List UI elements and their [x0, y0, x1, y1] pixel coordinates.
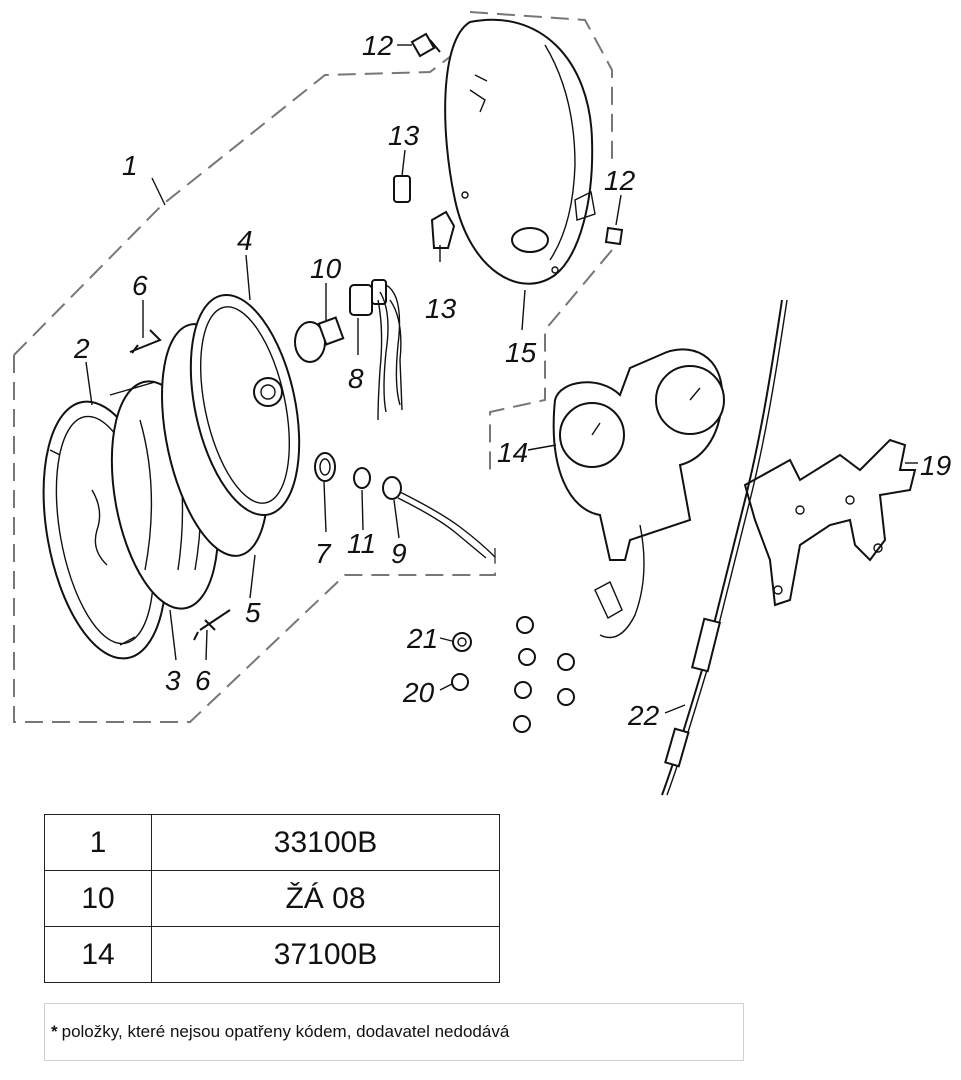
callout-12-right: 12 — [604, 165, 636, 196]
note-text: položky, které nejsou opatřeny kódem, do… — [61, 1022, 510, 1041]
callout-14: 14 — [497, 437, 528, 468]
callout-2: 2 — [73, 333, 90, 364]
part-small-fasteners — [513, 616, 575, 733]
callout-13-upper: 13 — [388, 120, 420, 151]
callout-3: 3 — [165, 665, 181, 696]
table-row: 1 33100B — [44, 814, 500, 871]
part-position-lamp-socket — [382, 476, 496, 559]
position-cell: 10 — [44, 870, 152, 927]
part-mounting-ring — [189, 293, 301, 517]
callout-labels: 1 2 3 4 5 6 6 7 8 9 10 11 12 12 13 13 14… — [73, 30, 951, 731]
note-marker: * — [51, 1022, 58, 1041]
callout-8: 8 — [348, 363, 364, 394]
part-screw-right — [604, 226, 624, 246]
table-row: 10 ŽÁ 08 — [44, 870, 500, 927]
callout-10: 10 — [310, 253, 342, 284]
supply-note: * položky, které nejsou opatřeny kódem, … — [44, 1003, 744, 1061]
callout-11: 11 — [347, 528, 376, 559]
part-instrument-cluster — [552, 348, 725, 639]
part-speedometer-cable — [661, 299, 788, 796]
table-row: 14 37100B — [44, 926, 500, 983]
code-cell: 37100B — [151, 926, 500, 983]
assembly-group-outline-housing — [469, 11, 613, 470]
callout-13-lower: 13 — [425, 293, 457, 324]
callout-6-lower: 6 — [195, 665, 211, 696]
leader-lines — [85, 44, 918, 714]
callout-21: 21 — [406, 623, 438, 654]
part-screw-upper — [410, 32, 441, 58]
part-bulb-socket — [349, 279, 403, 421]
part-clip-upper — [129, 329, 162, 354]
part-bulb — [294, 316, 345, 363]
callout-15: 15 — [505, 337, 537, 368]
callout-9: 9 — [391, 538, 407, 569]
callout-5: 5 — [245, 597, 261, 628]
callout-19: 19 — [920, 450, 951, 481]
part-clip-lower — [193, 609, 231, 641]
part-cluster-bracket — [743, 438, 917, 607]
callout-20: 20 — [402, 677, 435, 708]
part-nut — [452, 632, 472, 652]
part-bracket-nut-upper — [393, 175, 411, 203]
callout-12-upper: 12 — [362, 30, 394, 61]
callout-1: 1 — [122, 150, 138, 181]
code-cell: 33100B — [151, 814, 500, 871]
callout-6-upper: 6 — [132, 270, 148, 301]
exploded-parts-diagram: 1 2 3 4 5 6 6 7 8 9 10 11 12 12 13 13 14… — [13, 11, 951, 796]
part-small-bulb — [353, 467, 371, 489]
part-bracket-nut-lower — [430, 210, 456, 249]
position-cell: 14 — [44, 926, 152, 983]
code-cell: ŽÁ 08 — [151, 870, 500, 927]
parts-code-table: 1 33100B 10 ŽÁ 08 14 37100B — [44, 814, 500, 983]
position-cell: 1 — [44, 814, 152, 871]
callout-22: 22 — [627, 700, 660, 731]
part-washer — [451, 673, 469, 691]
part-grommet — [314, 452, 336, 482]
callout-4: 4 — [237, 225, 253, 256]
callout-7: 7 — [315, 538, 332, 569]
part-headlight-housing — [444, 18, 596, 285]
